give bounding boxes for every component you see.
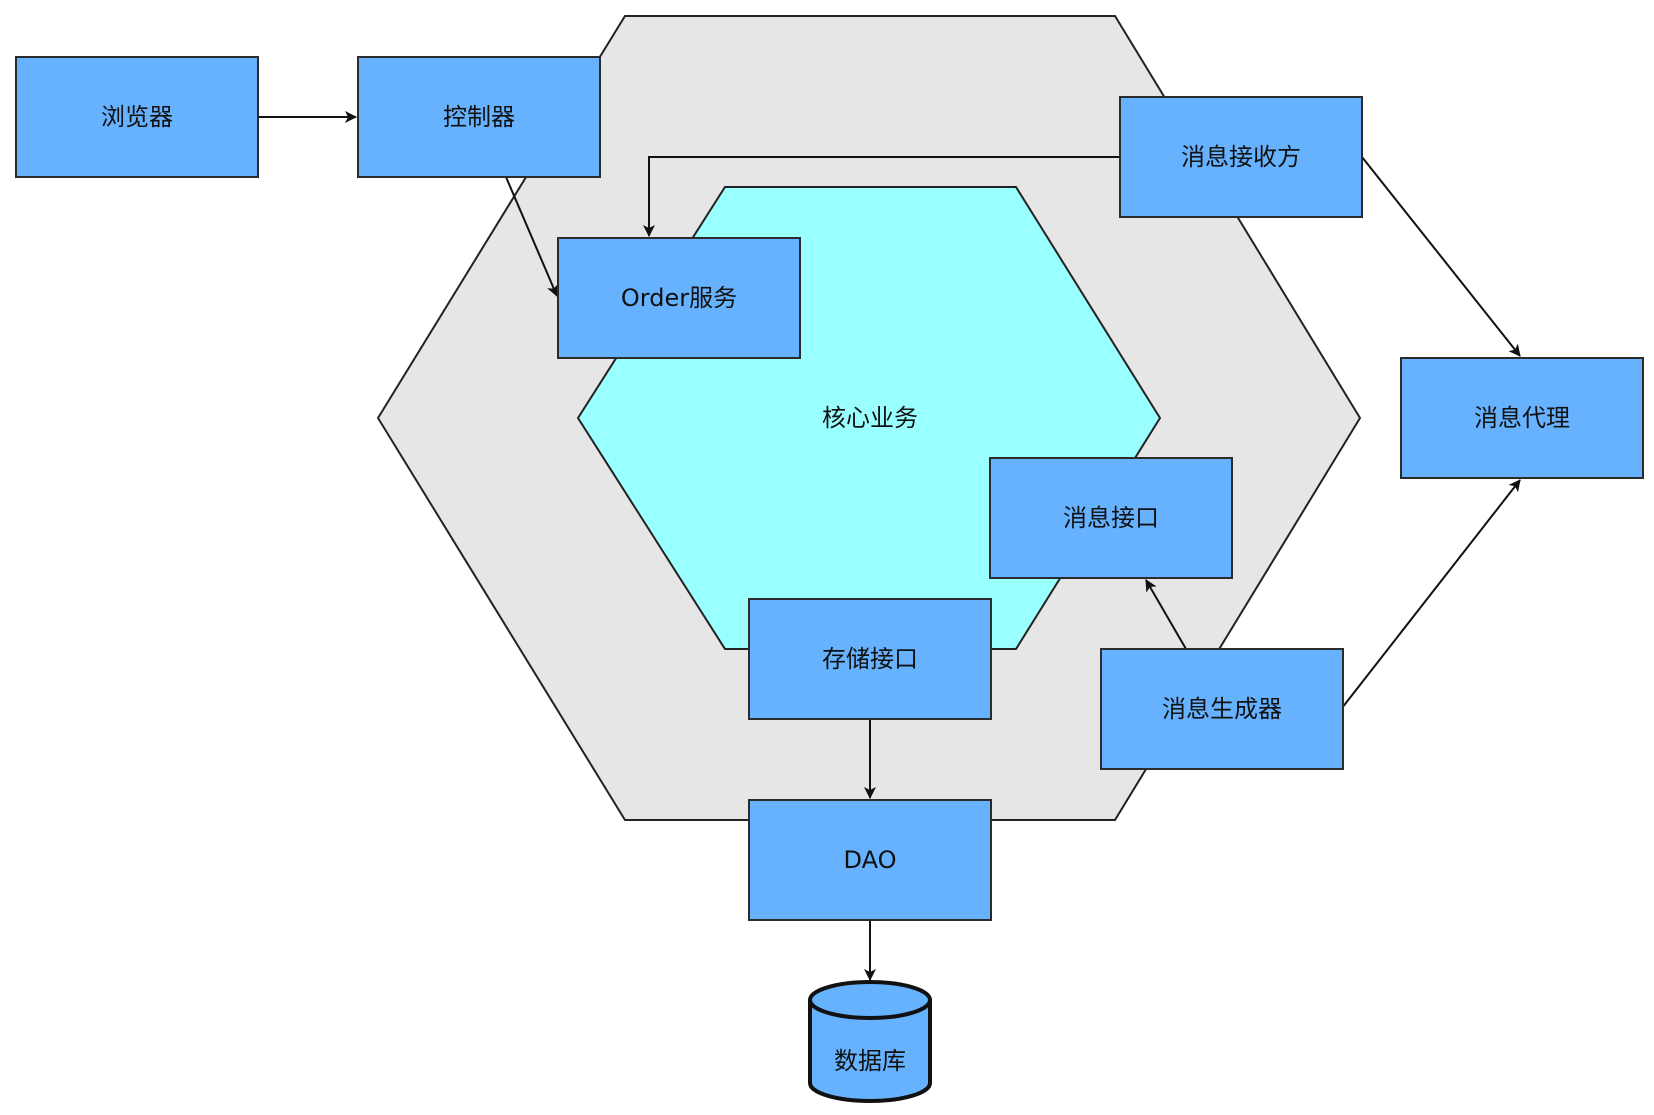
node-database-label: 数据库 bbox=[834, 1047, 906, 1075]
edge-generator-to-broker bbox=[1341, 479, 1521, 709]
node-storage-interface-label: 存储接口 bbox=[822, 645, 918, 673]
core-hexagon-label: 核心业务 bbox=[822, 404, 918, 432]
node-message-receiver-label: 消息接收方 bbox=[1181, 143, 1301, 171]
node-message-broker: 消息代理 bbox=[1400, 357, 1644, 479]
node-message-interface: 消息接口 bbox=[989, 457, 1233, 579]
node-browser-label: 浏览器 bbox=[101, 103, 173, 131]
node-message-receiver: 消息接收方 bbox=[1119, 96, 1363, 218]
node-dao: DAO bbox=[748, 799, 992, 921]
node-database: 数据库 bbox=[808, 980, 932, 1103]
node-message-broker-label: 消息代理 bbox=[1474, 404, 1570, 432]
edge-generator-to-message-interface bbox=[1145, 579, 1187, 650]
node-browser: 浏览器 bbox=[15, 56, 259, 178]
node-message-generator: 消息生成器 bbox=[1100, 648, 1344, 770]
edge-receiver-to-broker bbox=[1361, 156, 1521, 357]
node-controller-label: 控制器 bbox=[443, 103, 515, 131]
database-cylinder-top bbox=[808, 980, 932, 1020]
node-storage-interface: 存储接口 bbox=[748, 598, 992, 720]
node-controller: 控制器 bbox=[357, 56, 601, 178]
edge-controller-to-order-service bbox=[505, 176, 559, 297]
edge-receiver-to-order-service bbox=[643, 156, 1120, 237]
database-cylinder-body bbox=[808, 1000, 932, 1103]
node-order-service: Order服务 bbox=[557, 237, 801, 359]
node-order-service-label: Order服务 bbox=[621, 284, 737, 312]
node-message-interface-label: 消息接口 bbox=[1063, 504, 1159, 532]
node-message-generator-label: 消息生成器 bbox=[1162, 695, 1282, 723]
node-dao-label: DAO bbox=[844, 846, 897, 874]
